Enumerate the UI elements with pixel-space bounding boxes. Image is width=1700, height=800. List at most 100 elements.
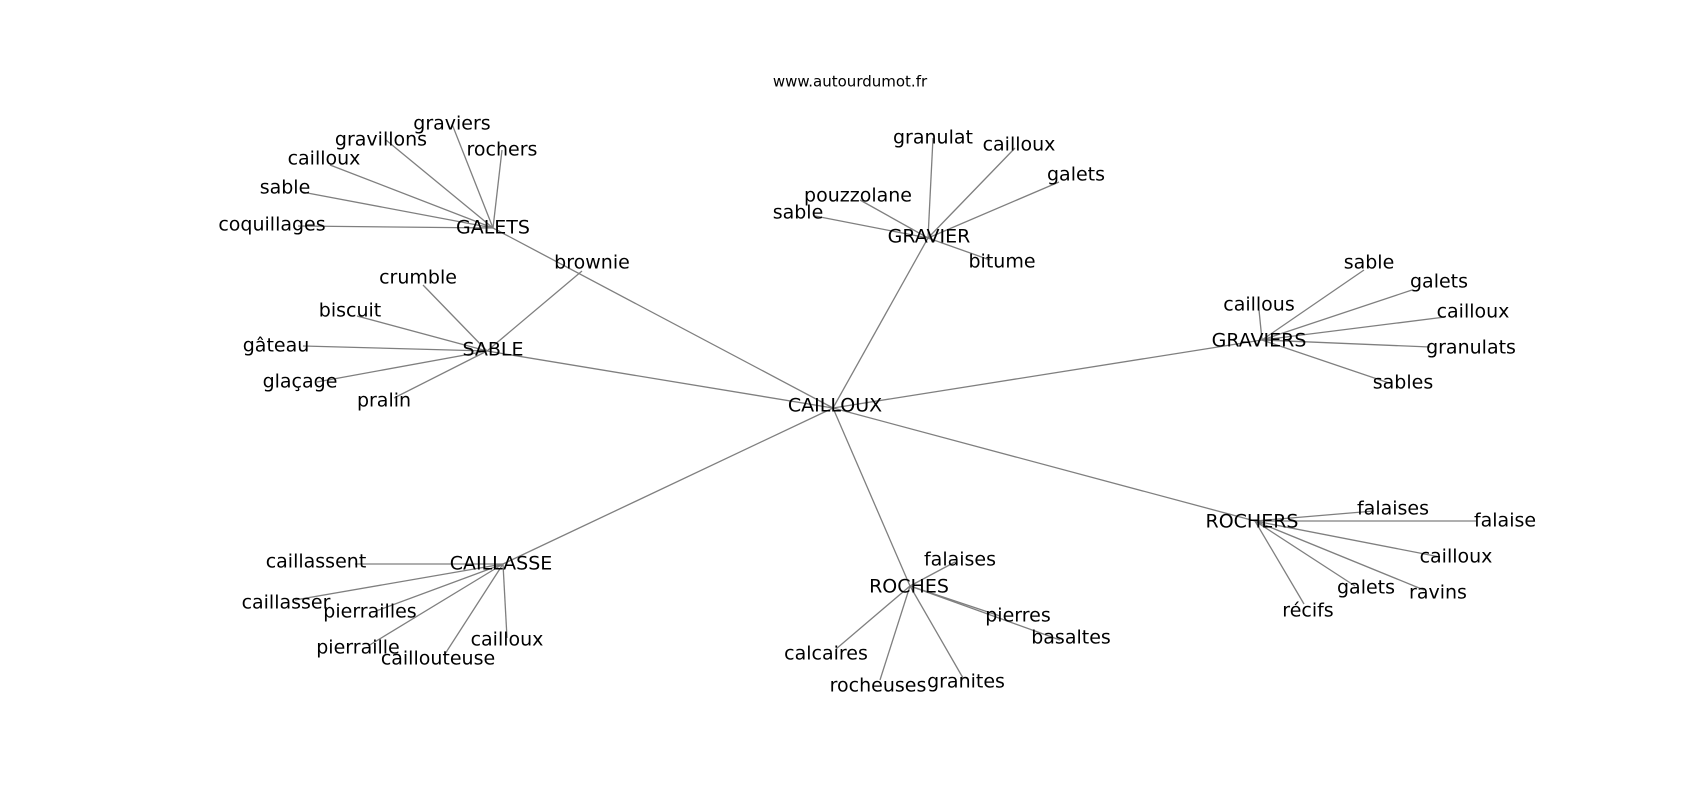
edge-center-to-roches [832,407,911,587]
leaf-node-label[interactable]: cailloux [1437,301,1510,323]
edge-sable-to-leaf [316,350,488,383]
edge-roches-to-leaf [909,585,1061,641]
hub-node-label[interactable]: CAILLASSE [450,553,553,575]
leaf-node-label[interactable]: graviers [413,113,490,135]
edge-sable-to-leaf [302,345,488,352]
edge-rochers-to-leaf [1254,520,1305,605]
edge-graviers-to-leaf [1261,339,1393,385]
leaf-node-label[interactable]: caillassent [266,551,367,573]
leaf-node-label[interactable]: ravins [1409,582,1467,604]
leaf-node-label[interactable]: récifs [1282,600,1333,622]
edge-gravier-to-leaf [927,181,1060,239]
leaf-node-label[interactable]: cailloux [288,148,361,170]
leaf-node-label[interactable]: granites [927,671,1005,693]
edge-caillasse-to-leaf [502,563,508,639]
leaf-node-label[interactable]: sable [773,202,824,224]
edge-caillasse-to-leaf [294,563,504,601]
leaf-node-label[interactable]: falaise [1474,510,1536,532]
leaf-node-label[interactable]: pralin [357,390,411,412]
leaf-node-label[interactable]: pouzzolane [804,185,912,207]
leaf-node-label[interactable]: granulat [893,127,973,149]
leaf-node-label[interactable]: rochers [467,139,538,161]
hub-node-label[interactable]: GRAVIERS [1212,330,1307,352]
leaf-node-label[interactable]: falaises [1357,498,1429,520]
leaf-node-label[interactable]: pierres [985,605,1051,627]
leaf-node-label[interactable]: sable [260,177,311,199]
center-node-label[interactable]: CAILLOUX [788,395,882,417]
leaf-node-label[interactable]: pierrailles [323,601,416,623]
hub-node-label[interactable]: ROCHES [869,576,949,598]
edge-caillasse-to-leaf [375,563,504,612]
leaf-node-label[interactable]: caillous [1223,294,1295,316]
edge-rochers-to-leaf [1254,520,1356,587]
watermark-text: www.autourdumot.fr [773,73,928,91]
leaf-node-label[interactable]: gâteau [243,335,310,357]
edge-gravier-to-leaf [927,147,1016,239]
edge-caillasse-to-leaf [367,563,504,647]
hub-node-label[interactable]: GALETS [456,217,530,239]
leaf-node-label[interactable]: sable [1344,252,1395,274]
edge-roches-to-leaf [879,585,911,681]
leaf-node-label[interactable]: rocheuses [830,675,927,697]
edge-sable-to-leaf [356,315,488,352]
leaf-node-label[interactable]: falaises [924,549,996,571]
hub-node-label[interactable]: GRAVIER [888,226,971,248]
leaf-node-label[interactable]: brownie [554,252,630,274]
edge-center-to-galets [492,227,834,409]
edge-rochers-to-leaf [1254,520,1425,591]
graph-edges [294,123,1476,681]
hub-node-label[interactable]: ROCHERS [1206,511,1299,533]
edge-rochers-to-leaf [1254,510,1375,522]
leaf-node-label[interactable]: crumble [379,267,457,289]
edge-sable-to-leaf [422,284,488,352]
edge-roches-to-leaf [835,585,911,650]
leaf-node-label[interactable]: caillouteuse [381,648,495,670]
edge-galets-to-leaf [301,191,494,229]
edge-center-to-sable [486,350,834,409]
leaf-node-label[interactable]: granulats [1426,337,1516,359]
edge-graviers-to-leaf [1261,269,1365,341]
edge-gravier-to-leaf [814,215,929,239]
edge-gravier-to-leaf [927,137,934,239]
edge-center-to-gravier [832,237,929,409]
leaf-node-label[interactable]: gravillons [335,129,427,151]
edge-gravier-to-leaf [859,199,929,239]
leaf-node-label[interactable]: galets [1337,577,1395,599]
leaf-node-label[interactable]: basaltes [1031,627,1111,649]
leaf-node-label[interactable]: cailloux [471,629,544,651]
edge-galets-to-leaf [385,139,494,229]
edge-sable-to-leaf [486,270,583,352]
hub-node-label[interactable]: SABLE [462,339,523,361]
graph-labels: www.autourdumot.fr CAILLOUX GALETS gravier… [218,73,1536,697]
edge-gravier-to-leaf [927,237,991,261]
leaf-node-label[interactable]: coquillages [218,214,325,236]
edge-rochers-to-leaf [1254,520,1441,558]
edge-graviers-to-leaf [1261,339,1431,348]
edge-center-to-rochers [832,407,1256,522]
edge-galets-to-leaf [297,225,494,229]
edge-roches-to-leaf [909,561,956,587]
edge-center-to-graviers [832,339,1263,409]
leaf-node-label[interactable]: calcaires [784,643,868,665]
edge-galets-to-leaf [492,149,503,229]
leaf-node-label[interactable]: glaçage [263,371,338,393]
leaf-node-label[interactable]: caillasser [242,592,331,614]
leaf-node-label[interactable]: cailloux [983,134,1056,156]
edge-caillasse-to-leaf [444,563,504,655]
leaf-node-label[interactable]: galets [1410,271,1468,293]
edge-galets-to-leaf [451,123,494,229]
edge-graviers-to-leaf [1261,316,1446,341]
leaf-node-label[interactable]: pierraille [316,637,400,659]
edge-center-to-caillasse [502,407,834,565]
edge-sable-to-leaf [393,350,488,399]
leaf-node-label[interactable]: sables [1373,372,1433,394]
edge-graviers-to-leaf [1261,289,1413,341]
leaf-node-label[interactable]: bitume [968,251,1035,273]
edge-graviers-to-leaf [1258,309,1263,341]
leaf-node-label[interactable]: galets [1047,164,1105,186]
leaf-node-label[interactable]: cailloux [1420,546,1493,568]
leaf-node-label[interactable]: biscuit [319,300,381,322]
edge-roches-to-leaf [909,585,964,679]
edge-galets-to-leaf [329,164,494,229]
